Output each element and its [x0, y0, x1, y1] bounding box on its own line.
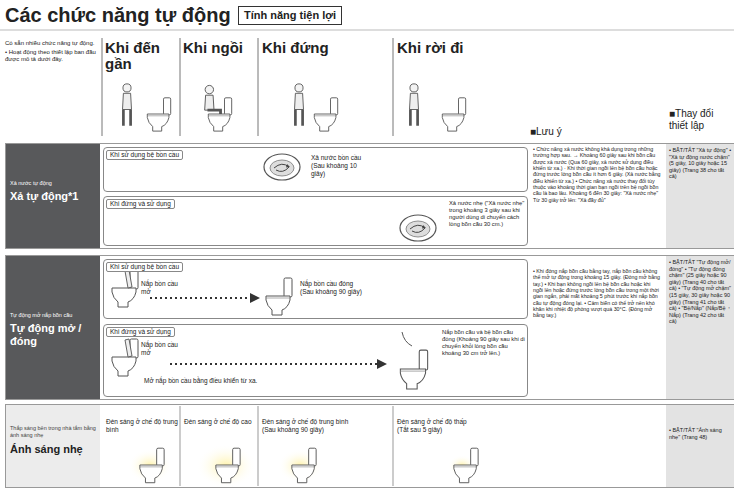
- bowl-icon: [264, 154, 300, 180]
- heading-strip: [5, 143, 100, 249]
- node-text: Tính năng tiện lợi: [244, 9, 336, 22]
- column-header: ■Lưu ý: [530, 126, 630, 138]
- person-figure: [295, 84, 304, 126]
- case-box: Khi đứng và sử dụngNắp bồn cầu mở Mở nắp …: [103, 324, 528, 397]
- drawing-part: [102, 38, 103, 136]
- settings-cell: • BẬT/TẮT "Ánh sáng nhẹ" (Trang 48): [666, 405, 734, 487]
- function-row: Thắp sáng bên trong nhà tắm bằng ánh sán…: [5, 404, 734, 488]
- intro-text: • Hoạt động theo thiết lập ban đầu được …: [5, 49, 100, 63]
- toilet-icon: [216, 448, 240, 483]
- column-header: Khi ngồi: [183, 40, 257, 56]
- toilet-figure: [314, 98, 337, 131]
- drawing-part: [393, 406, 394, 486]
- node-text: Tự động mở nắp bồn cầu: [10, 312, 98, 319]
- case-tag: Khi sử dụng bệ bồn cầu: [106, 150, 183, 160]
- note-text: • Khi đóng nắp bồn cầu bằng tay, nắp bồn…: [533, 268, 661, 319]
- person-figure: [410, 84, 419, 126]
- light-caption: Đèn sáng ở chế độ cao: [184, 418, 256, 426]
- drawing-part: [393, 38, 394, 136]
- drawing-part: [258, 38, 259, 136]
- toilet-icon: [112, 339, 138, 376]
- toilet-figure: [208, 98, 231, 131]
- node-text: Xả tự động*1: [10, 190, 100, 203]
- case-tag: Khi đứng và sử dụng: [106, 327, 175, 337]
- toilet-figure: [147, 98, 170, 131]
- case-box: Khi đứng và sử dụng Xả nước nhẹ ("Xả nước…: [103, 196, 528, 246]
- node-text: Mở nắp bồn cầu bằng điều khiển từ xa.: [144, 377, 374, 385]
- toilet-icon: [454, 448, 478, 483]
- node-text: Nắp bồn cầu và bệ bồn cầu đóng (Khoảng 9…: [442, 329, 526, 357]
- node-text: • BẬT/TẮT "Xả tự động" • "Xả tự động nướ…: [669, 147, 732, 180]
- drawing-part: [258, 406, 259, 486]
- node-text: Tự động mở / đóng: [10, 322, 100, 348]
- dotted-arrow: [170, 363, 385, 365]
- light-glow: [128, 449, 172, 483]
- case-tag: Khi đứng và sử dụng: [106, 199, 175, 209]
- feature-tag: Tính năng tiện lợi: [238, 6, 342, 25]
- page-title: Các chức năng tự động: [5, 3, 231, 27]
- column-header: ■Thay đổi thiết lập: [669, 108, 732, 132]
- dotted-arrow: [150, 297, 258, 299]
- intro-text: Có sẵn nhiều chức năng tự động.: [5, 40, 100, 47]
- settings-cell: • BẬT/TẮT "Xả tự động" • "Xả tự động nướ…: [666, 144, 734, 248]
- node-text: Xả nước nhẹ ("Xả nước nhẹ" trong khoảng …: [449, 200, 525, 228]
- heading-strip: [5, 255, 100, 400]
- case-box: Khi sử dụng bệ bồn cầu Xả nước bồn cầu (S…: [103, 147, 528, 192]
- drawing-part: [180, 406, 181, 486]
- node-text: Nắp bồn cầu đóng (Sau khoảng 90 giây): [300, 280, 362, 296]
- title-rule: [0, 30, 734, 31]
- toilet-figure: [442, 98, 465, 131]
- toilet-icon: [140, 448, 164, 483]
- drawing-part: [180, 38, 181, 136]
- node-text: Xả nước tự động: [10, 180, 98, 187]
- close-motion-mark: [402, 332, 412, 346]
- person-figure: [123, 84, 132, 126]
- column-header: Khi rời đi: [397, 40, 527, 56]
- column-header: Khi đến gần: [105, 40, 179, 72]
- case-tag: Khi sử dụng bệ bồn cầu: [106, 262, 183, 272]
- light-caption: Đèn sáng ở chế độ thấp (Tắt sau 5 giây): [397, 418, 477, 434]
- node-text: Ánh sáng nhẹ: [10, 443, 100, 456]
- toilet-icon: [112, 270, 138, 307]
- settings-cell: • BẬT/TẮT "Tự động mở/đóng" • "Tự động đ…: [666, 256, 734, 399]
- bowl-icon: [400, 215, 436, 241]
- node-text: Nắp bồn cầu mở: [141, 280, 183, 296]
- node-text: Thắp sáng bên trong nhà tắm bằng ánh sán…: [10, 425, 98, 438]
- light-glow: [278, 449, 322, 483]
- heading-strip: [5, 404, 100, 488]
- toilet-icon: [266, 278, 292, 315]
- case-box: Khi sử dụng bệ bồn cầuNắp bồn cầu mở Nắp …: [103, 259, 528, 319]
- node-text: • BẬT/TẮT "Tự động mở/đóng" • "Tự động đ…: [669, 259, 732, 325]
- column-separator: [102, 38, 393, 136]
- node-text: Nắp bồn cầu mở: [141, 341, 183, 357]
- column-header: Khi đứng: [262, 40, 336, 56]
- light-caption: Đèn sáng ở chế độ trung bình (Sau khoảng…: [262, 418, 350, 434]
- node-text: • BẬT/TẮT "Ánh sáng nhẹ" (Trang 48): [669, 427, 732, 440]
- node-text: Xả nước bồn cầu (Sau khoảng 10 giây): [311, 154, 371, 177]
- light-caption: Đèn sáng ở chế độ trung bình: [106, 418, 178, 434]
- note-text: • Chức năng xả nước không khả dụng trong…: [533, 146, 661, 203]
- toilet-icon: [400, 350, 427, 389]
- toilet-icon: [292, 448, 316, 483]
- light-glow: [196, 444, 256, 488]
